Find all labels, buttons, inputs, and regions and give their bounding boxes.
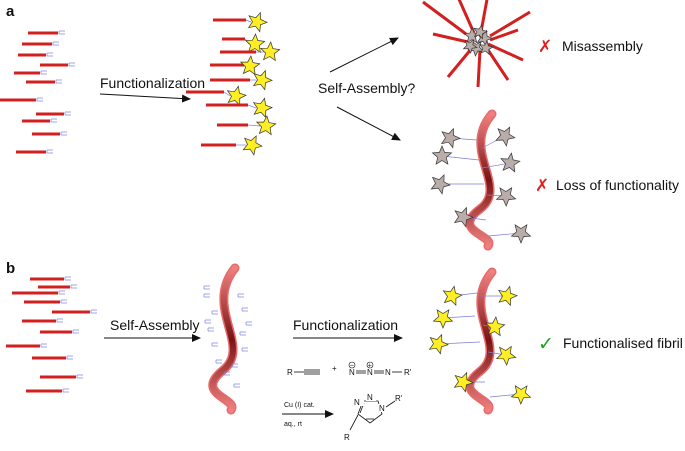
panel-a-self-assembly-question: Self-Assembly?	[318, 80, 415, 96]
panel-b-free-peptides	[6, 276, 97, 393]
star-label-icon	[259, 41, 281, 62]
star-label-icon	[430, 174, 451, 195]
negative-charge-icon	[348, 361, 356, 369]
arrow-icon	[329, 37, 399, 73]
star-label-icon	[484, 316, 506, 337]
star-label-icon	[510, 385, 532, 405]
star-label-icon	[252, 69, 273, 91]
peptide-rod-icon	[487, 42, 524, 62]
fibril-core	[467, 269, 495, 413]
panel-b-self-assembly-label: Self-Assembly	[110, 317, 199, 333]
peptide-rod-icon	[489, 10, 531, 38]
star-label-icon	[255, 115, 277, 136]
panel-b: b Self-Assembly Functionalization R + N …	[6, 260, 683, 442]
functionalised-fibril-label: Functionalised fibril	[563, 335, 683, 351]
peptide-rod-icon	[422, 0, 467, 36]
linker-icon	[223, 91, 231, 97]
star-label-icon	[478, 40, 494, 56]
triazole-n3: N	[354, 398, 360, 407]
panel-a: a Functionalization Self-Assembly? ✗ Mis…	[0, 0, 679, 251]
star-label-icon	[495, 345, 517, 366]
peptide-rod-icon	[432, 32, 469, 44]
panel-a-fibril	[430, 109, 532, 251]
star-label-icon	[442, 285, 463, 307]
linker-icon	[245, 19, 252, 23]
panel-a-free-peptides	[0, 30, 75, 154]
star-label-icon	[473, 24, 488, 40]
svg-text:−: −	[350, 362, 354, 369]
star-label-icon	[247, 11, 268, 33]
misassembly-label: Misassembly	[562, 38, 643, 54]
star-label-icon	[500, 152, 521, 173]
star-label-icon	[453, 371, 474, 393]
star-label-icon	[453, 206, 474, 228]
star-label-icon	[432, 309, 454, 329]
check-mark-icon: ✓	[538, 333, 554, 355]
star-label-icon	[242, 135, 263, 156]
functionalised-fibril	[428, 267, 532, 415]
star-label-icon	[252, 97, 273, 119]
linker-icon	[247, 124, 261, 127]
click-chemistry-scheme: R + N − N + N R' Cu (I) cat. aq., rt	[282, 361, 412, 442]
triazole-r-prime-group: R'	[395, 394, 403, 403]
catalyst-label: Cu (I) cat.	[284, 402, 315, 409]
misassembly-aggregate	[422, 0, 531, 88]
star-label-icon	[244, 33, 266, 54]
peptide-rod-icon	[484, 46, 510, 81]
star-label-icon	[239, 55, 261, 76]
plus-sign: +	[332, 364, 337, 373]
azide-n3: N	[385, 368, 391, 377]
conditions-label: aq., rt	[284, 421, 302, 428]
panel-b-functionalization-label: Functionalization	[293, 317, 398, 333]
cross-mark-icon: ✗	[535, 176, 549, 196]
svg-text:+: +	[368, 363, 372, 370]
triazole-n2: N	[367, 393, 373, 402]
panel-b-label: b	[6, 260, 15, 277]
triazole-r-group: R	[344, 433, 350, 442]
linker-icon	[441, 155, 480, 161]
peptide-rod-icon	[489, 28, 519, 42]
panel-a-functionalized-peptides	[186, 11, 281, 156]
arrow-icon	[99, 93, 191, 103]
peptide-rod-icon	[476, 49, 482, 88]
positive-charge-icon	[366, 361, 374, 369]
star-label-icon	[226, 85, 247, 107]
peptide-rod-icon	[446, 47, 474, 78]
alkyne-r-group: R	[287, 368, 293, 377]
azide-r-prime-group: R'	[404, 368, 412, 377]
star-label-icon	[495, 126, 516, 147]
star-label-icon	[495, 187, 517, 207]
star-label-icon	[428, 333, 449, 355]
star-label-icon	[431, 145, 453, 165]
panel-a-functionalization-label: Functionalization	[100, 75, 205, 91]
star-label-icon	[497, 285, 518, 307]
star-label-icon	[510, 224, 532, 244]
cross-mark-icon: ✗	[538, 37, 552, 57]
linker-icon	[247, 104, 257, 109]
arrow-icon	[336, 106, 401, 141]
peptide-rod-icon	[457, 0, 476, 34]
azide-n1: N	[349, 368, 355, 377]
star-label-icon	[462, 39, 478, 54]
fibril-core	[210, 265, 238, 413]
azide-n2: N	[367, 368, 373, 377]
panel-a-label: a	[6, 3, 15, 20]
star-label-icon	[440, 127, 461, 149]
fibril-core	[467, 111, 495, 249]
loss-of-functionality-label: Loss of functionality	[556, 177, 679, 193]
triazole-n1: N	[379, 404, 385, 413]
panel-b-plain-fibril	[203, 263, 252, 415]
